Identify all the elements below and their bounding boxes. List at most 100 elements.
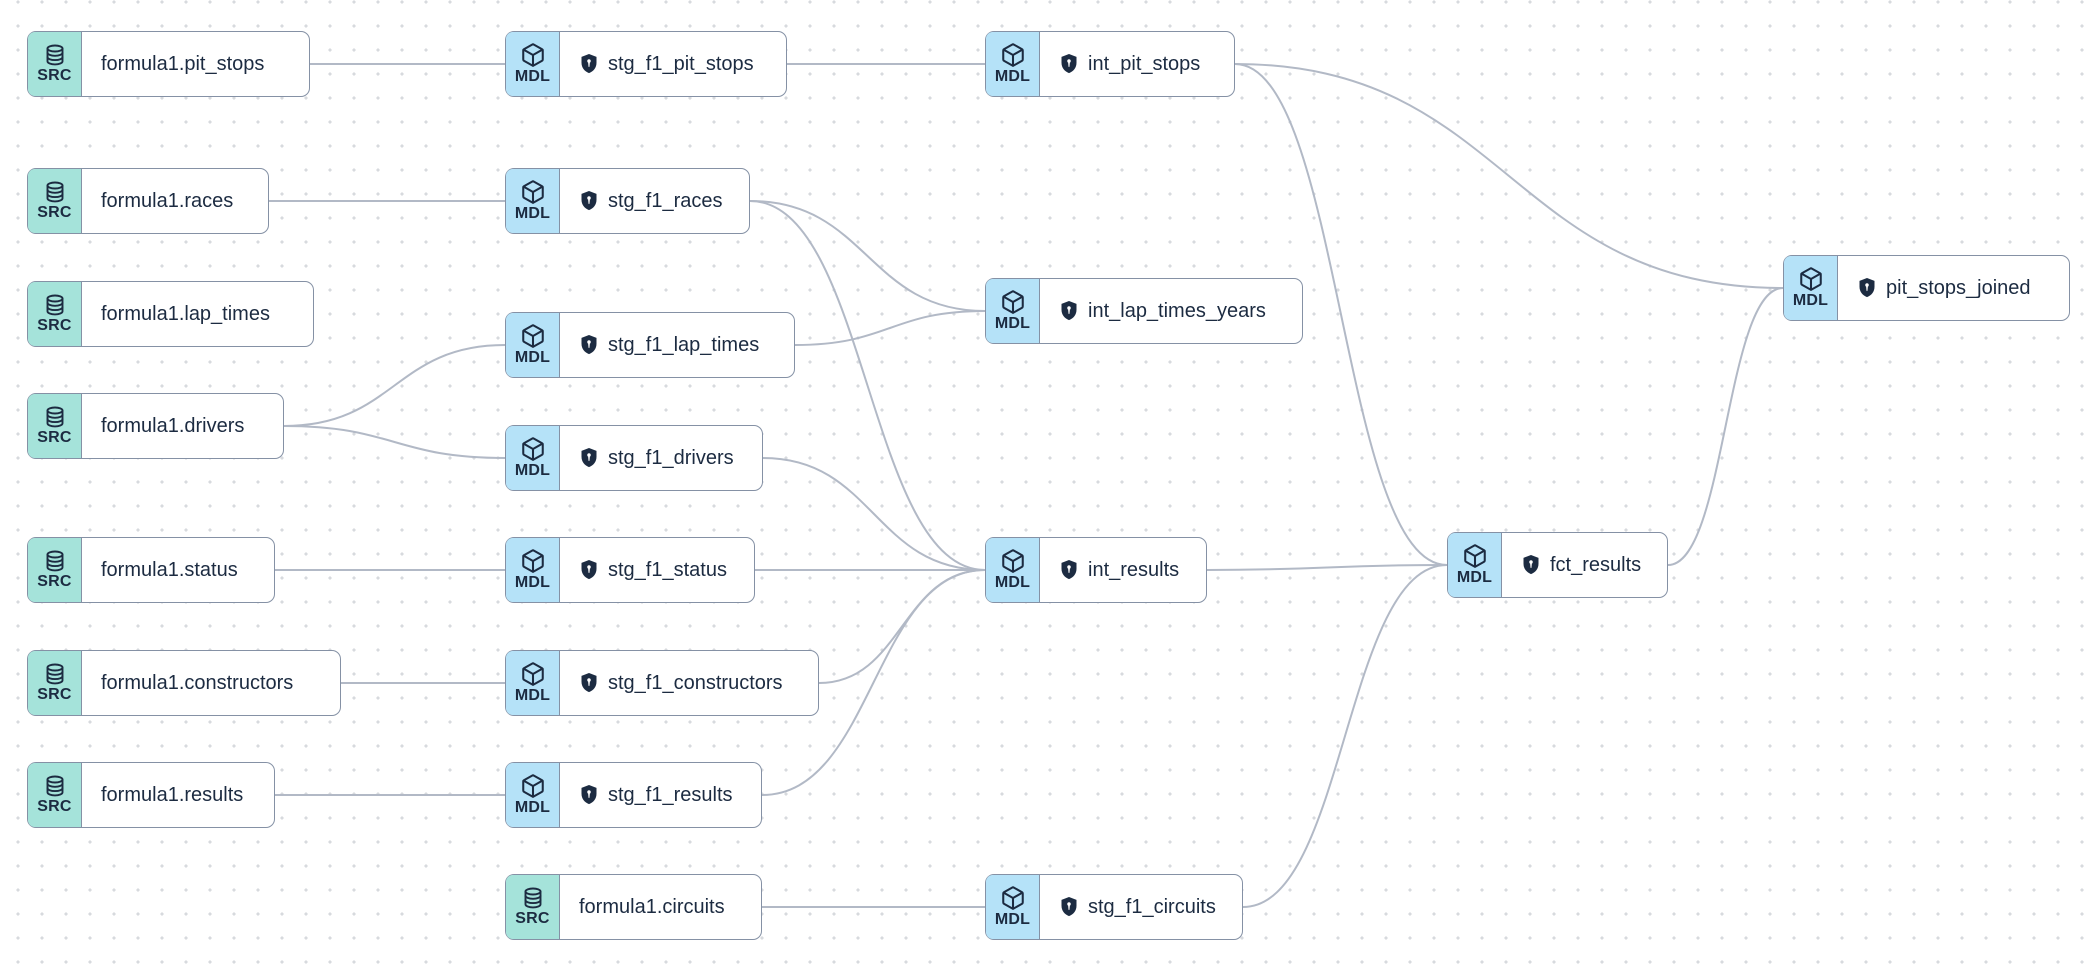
- source-badge-label: SRC: [37, 204, 72, 221]
- node-fct_results[interactable]: MDL fct_results: [1447, 532, 1668, 598]
- model-badge-label: MDL: [514, 687, 551, 704]
- cube-icon: [521, 549, 544, 573]
- database-icon: [46, 294, 63, 316]
- node-stg_f1_constructors[interactable]: MDL stg_f1_constructors: [505, 650, 819, 716]
- database-icon: [46, 663, 63, 685]
- model-type-badge: MDL: [506, 538, 560, 602]
- shield-icon: [1061, 897, 1077, 917]
- node-stg_f1_pit_stops[interactable]: MDL stg_f1_pit_stops: [505, 31, 787, 97]
- model-badge-label: MDL: [1456, 569, 1493, 586]
- model-type-badge: MDL: [506, 426, 560, 490]
- edge-int_results-to-fct_results: [1206, 564, 1448, 571]
- cube-icon: [521, 180, 544, 204]
- shield-icon: [581, 448, 597, 468]
- edge-int_pit_stops-to-pit_stops_joined: [1234, 63, 1784, 289]
- node-label: formula1.results: [101, 783, 244, 806]
- model-badge-label: MDL: [994, 315, 1031, 332]
- edge-stg_f1_races-to-int_lap_times_years: [749, 200, 986, 312]
- node-formula1.races[interactable]: SRC formula1.races: [27, 168, 269, 234]
- model-badge-label: MDL: [994, 574, 1031, 591]
- node-label: fct_results: [1550, 553, 1642, 576]
- source-type-badge: SRC: [28, 282, 82, 346]
- source-type-badge: SRC: [28, 538, 82, 602]
- node-stg_f1_results[interactable]: MDL stg_f1_results: [505, 762, 762, 828]
- cube-icon: [521, 43, 544, 67]
- edge-stg_f1_circuits-to-fct_results: [1242, 564, 1448, 908]
- node-formula1.lap_times[interactable]: SRC formula1.lap_times: [27, 281, 314, 347]
- shield-icon: [581, 785, 597, 805]
- node-label: stg_f1_drivers: [608, 446, 734, 469]
- node-label: stg_f1_races: [608, 189, 723, 212]
- node-int_lap_times_years[interactable]: MDL int_lap_times_years: [985, 278, 1303, 344]
- shield-icon: [1061, 54, 1077, 74]
- source-badge-label: SRC: [37, 573, 72, 590]
- node-body: stg_f1_status: [560, 538, 754, 602]
- cube-icon: [1001, 549, 1024, 573]
- source-type-badge: SRC: [28, 32, 82, 96]
- node-stg_f1_status[interactable]: MDL stg_f1_status: [505, 537, 755, 603]
- node-label: pit_stops_joined: [1886, 276, 2031, 299]
- database-icon: [524, 887, 541, 909]
- shield-icon: [581, 673, 597, 693]
- node-body: stg_f1_results: [560, 763, 761, 827]
- edge-stg_f1_results-to-int_results: [761, 569, 986, 796]
- model-type-badge: MDL: [506, 169, 560, 233]
- shield-icon: [581, 560, 597, 580]
- model-type-badge: MDL: [506, 763, 560, 827]
- source-badge-label: SRC: [515, 910, 550, 927]
- node-label: stg_f1_constructors: [608, 671, 783, 694]
- model-badge-label: MDL: [514, 799, 551, 816]
- cube-icon: [1799, 267, 1822, 291]
- model-type-badge: MDL: [986, 279, 1040, 343]
- model-type-badge: MDL: [506, 651, 560, 715]
- node-label: formula1.drivers: [101, 414, 245, 437]
- cube-icon: [1001, 886, 1024, 910]
- shield-icon: [1859, 278, 1875, 298]
- node-stg_f1_drivers[interactable]: MDL stg_f1_drivers: [505, 425, 763, 491]
- cube-icon: [1001, 290, 1024, 314]
- node-stg_f1_circuits[interactable]: MDL stg_f1_circuits: [985, 874, 1243, 940]
- node-body: pit_stops_joined: [1838, 256, 2069, 320]
- model-type-badge: MDL: [1448, 533, 1502, 597]
- node-label: formula1.lap_times: [101, 302, 270, 325]
- node-int_results[interactable]: MDL int_results: [985, 537, 1207, 603]
- model-badge-label: MDL: [514, 574, 551, 591]
- edge-stg_f1_races-to-int_results: [749, 200, 986, 571]
- node-label: formula1.races: [101, 189, 234, 212]
- source-type-badge: SRC: [506, 875, 560, 939]
- node-body: int_pit_stops: [1040, 32, 1234, 96]
- shield-icon: [581, 335, 597, 355]
- node-label: stg_f1_lap_times: [608, 333, 760, 356]
- node-stg_f1_lap_times[interactable]: MDL stg_f1_lap_times: [505, 312, 795, 378]
- node-int_pit_stops[interactable]: MDL int_pit_stops: [985, 31, 1235, 97]
- model-badge-label: MDL: [994, 911, 1031, 928]
- node-body: stg_f1_lap_times: [560, 313, 794, 377]
- model-type-badge: MDL: [986, 875, 1040, 939]
- model-badge-label: MDL: [994, 68, 1031, 85]
- node-stg_f1_races[interactable]: MDL stg_f1_races: [505, 168, 750, 234]
- node-body: stg_f1_circuits: [1040, 875, 1242, 939]
- database-icon: [46, 550, 63, 572]
- node-body: formula1.results: [82, 763, 274, 827]
- shield-icon: [581, 54, 597, 74]
- node-body: formula1.races: [82, 169, 268, 233]
- database-icon: [46, 181, 63, 203]
- node-body: int_lap_times_years: [1040, 279, 1302, 343]
- source-badge-label: SRC: [37, 67, 72, 84]
- source-type-badge: SRC: [28, 169, 82, 233]
- model-badge-label: MDL: [514, 205, 551, 222]
- shield-icon: [581, 191, 597, 211]
- node-pit_stops_joined[interactable]: MDL pit_stops_joined: [1783, 255, 2070, 321]
- source-type-badge: SRC: [28, 651, 82, 715]
- node-label: stg_f1_pit_stops: [608, 52, 754, 75]
- edge-int_pit_stops-to-fct_results: [1234, 63, 1448, 566]
- node-body: stg_f1_constructors: [560, 651, 818, 715]
